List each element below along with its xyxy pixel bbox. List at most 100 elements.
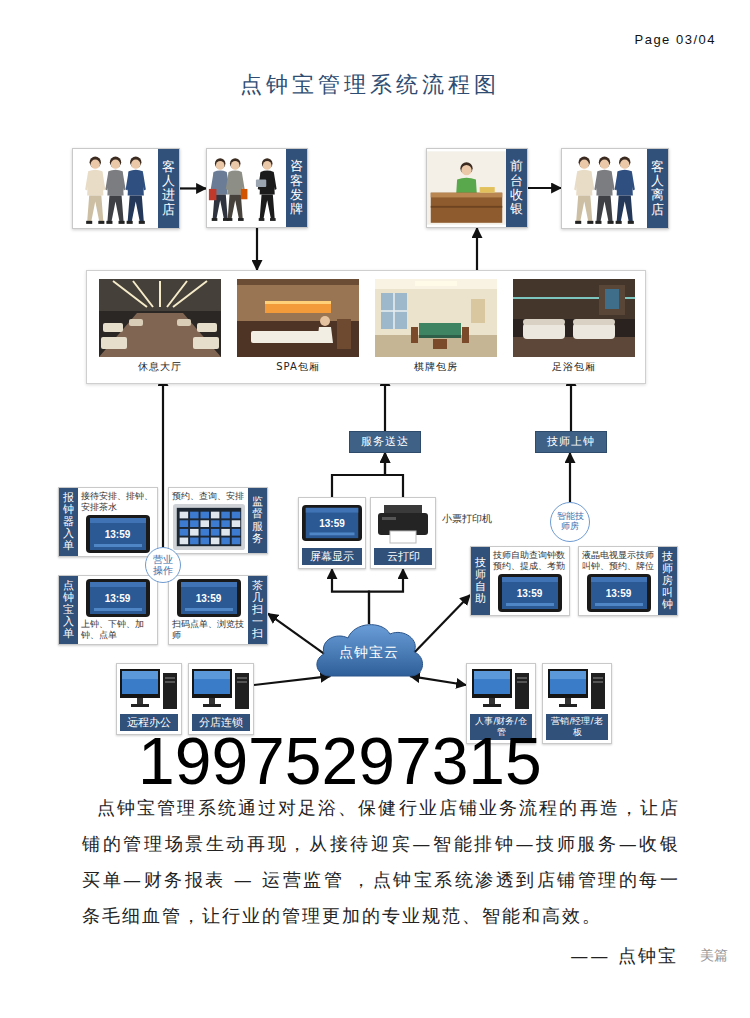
- screen-clock: 13:59: [319, 518, 345, 529]
- screen-slot: 13:59: [181, 586, 237, 610]
- card-title: 客人进店: [162, 160, 175, 217]
- label-slot: 美篇: [700, 947, 740, 965]
- group-circle: 智能技师房: [550, 502, 590, 542]
- device-label-bar: 营销/经理/老板: [546, 714, 608, 740]
- label-slot: 19975297315: [138, 728, 568, 794]
- card-description: 扫码点单、浏览技师: [172, 619, 245, 641]
- screen-slot: 13:59: [591, 581, 647, 605]
- room-photo: [237, 279, 359, 357]
- screen-clock: 13:59: [105, 593, 131, 604]
- card-title: 技师房叫钟: [662, 551, 673, 611]
- room-label: SPA包厢: [237, 357, 359, 376]
- room-tile: 休息大厅: [99, 279, 221, 376]
- tablet-screen: 13:59: [177, 579, 241, 617]
- page-title: 点钟宝管理系统流程图: [0, 70, 740, 100]
- card-description: 技师自助查询钟数预约、提成、考勤: [493, 550, 566, 572]
- card-title: 客人离店: [651, 160, 664, 217]
- screen-slot: 13:59: [90, 586, 146, 610]
- flow-arrow: [254, 676, 330, 685]
- room-label: 休息大厅: [99, 357, 221, 376]
- room-photo: [375, 279, 497, 357]
- device-card: 分店连锁: [188, 663, 254, 735]
- title-bar: 咨客发牌: [286, 149, 307, 227]
- photo-illustration: [73, 149, 158, 228]
- room-label: 足浴包厢: [513, 357, 635, 376]
- terminal-card: 点钟宝入单 13:59 上钟、下钟、加钟、点单: [58, 575, 158, 645]
- flow-arrow: [384, 376, 386, 431]
- terminal-card: 监督服务预约、查询、安排: [168, 487, 268, 554]
- flow-arrow: [256, 228, 258, 270]
- step-card: 咨客发牌: [206, 148, 308, 228]
- card-title: 茶几扫一扫: [252, 580, 263, 640]
- card-body: 13:59 扫码点单、浏览技师: [169, 576, 248, 644]
- card-description: 上钟、下钟、加钟、点单: [81, 619, 154, 641]
- tablet-screen: 13:59: [587, 574, 651, 612]
- room-tile: SPA包厢: [237, 279, 359, 376]
- card-title: 技师自助: [475, 557, 486, 605]
- flow-arrow: [415, 595, 470, 652]
- step-card: 前台收银: [426, 148, 528, 228]
- title-bar: 技师自助: [471, 547, 490, 615]
- flow-arrow: [180, 187, 206, 189]
- device-image: [472, 667, 530, 711]
- title-bar: 客人进店: [158, 149, 179, 228]
- flow-arrow: [369, 569, 403, 624]
- device-label-bar: 屏幕显示: [302, 548, 362, 565]
- screen-slot: 13:59: [306, 512, 358, 534]
- room-tile: 棋牌包房: [375, 279, 497, 376]
- screen-slot: 13:59: [90, 522, 146, 546]
- card-body: 接待安排、排钟、安排茶水13:59: [78, 488, 157, 556]
- title-bar: 客人离店: [647, 149, 668, 228]
- card-description: 预约、查询、安排: [172, 491, 245, 502]
- flow-arrow: [162, 376, 164, 547]
- device-image: [374, 501, 432, 545]
- device-picture: [192, 667, 250, 711]
- label-slot: Page 03/04: [586, 32, 716, 47]
- phone-number: 19975297315: [138, 728, 568, 794]
- title-bar: 技师房叫钟: [658, 547, 677, 615]
- card-description: 液晶电视显示技师叫钟、预约、牌位: [582, 550, 655, 572]
- card-title: 前台收银: [510, 159, 523, 216]
- flow-arrow: [385, 453, 403, 497]
- card-body: 技师自助查询钟数预约、提成、考勤 13:59: [490, 547, 569, 615]
- circle-label: 智能技师房: [557, 512, 584, 532]
- step-label: 服务送达: [354, 435, 416, 449]
- cloud-label: 点钟宝云: [312, 644, 426, 662]
- flow-arrow: [268, 614, 324, 654]
- step-card: 客人进店: [72, 148, 180, 229]
- card-title: 报钟器入单: [63, 492, 74, 552]
- room-panel: 休息大厅 SPA包厢棋牌包房足浴包厢: [86, 270, 646, 384]
- device-label: 屏幕显示: [310, 550, 354, 563]
- cloud-node: 点钟宝云: [312, 614, 426, 680]
- title-slot: 点钟宝管理系统流程图: [0, 70, 740, 100]
- device-label: 云打印: [387, 550, 420, 563]
- device-label-bar: 云打印: [374, 548, 432, 565]
- page-number: Page 03/04: [586, 32, 716, 47]
- label-slot: 小票打印机: [442, 512, 522, 526]
- step-tag: 服务送达: [349, 431, 421, 453]
- terminal-card: 茶几扫一扫 13:59 扫码点单、浏览技师: [168, 575, 268, 645]
- device-image: [548, 667, 606, 711]
- title-bar: 茶几扫一扫: [248, 576, 267, 644]
- screen-slot: 13:59: [502, 581, 558, 605]
- room-label: 棋牌包房: [375, 357, 497, 376]
- flow-arrow: [410, 676, 466, 685]
- screen-clock: 13:59: [517, 588, 543, 599]
- title-bar: 点钟宝入单: [59, 576, 78, 644]
- device-card: 13:59 屏幕显示: [298, 497, 366, 569]
- card-title: 点钟宝入单: [63, 580, 74, 640]
- flow-arrow: [332, 569, 369, 624]
- terminal-card: 技师房叫钟液晶电视显示技师叫钟、预约、牌位 13:59: [578, 546, 678, 616]
- terminal-card: 报钟器入单接待安排、排钟、安排茶水13:59: [58, 487, 158, 557]
- device-image: 13:59: [302, 505, 362, 541]
- device-label: 营销/经理/老板: [547, 716, 607, 738]
- group-circle: 营业操作: [145, 547, 181, 583]
- device-image: [192, 667, 250, 711]
- card-body: 液晶电视显示技师叫钟、预约、牌位 13:59: [579, 547, 658, 615]
- card-title: 咨客发牌: [290, 159, 303, 216]
- body-text: 点钟宝管理系统通过对足浴、保健行业店铺业务流程的再造，让店铺的管理场景生动再现，…: [82, 790, 680, 934]
- circle-label: 营业操作: [153, 554, 173, 576]
- title-bar: 监督服务: [248, 488, 267, 553]
- device-card: 远程办公: [116, 663, 182, 735]
